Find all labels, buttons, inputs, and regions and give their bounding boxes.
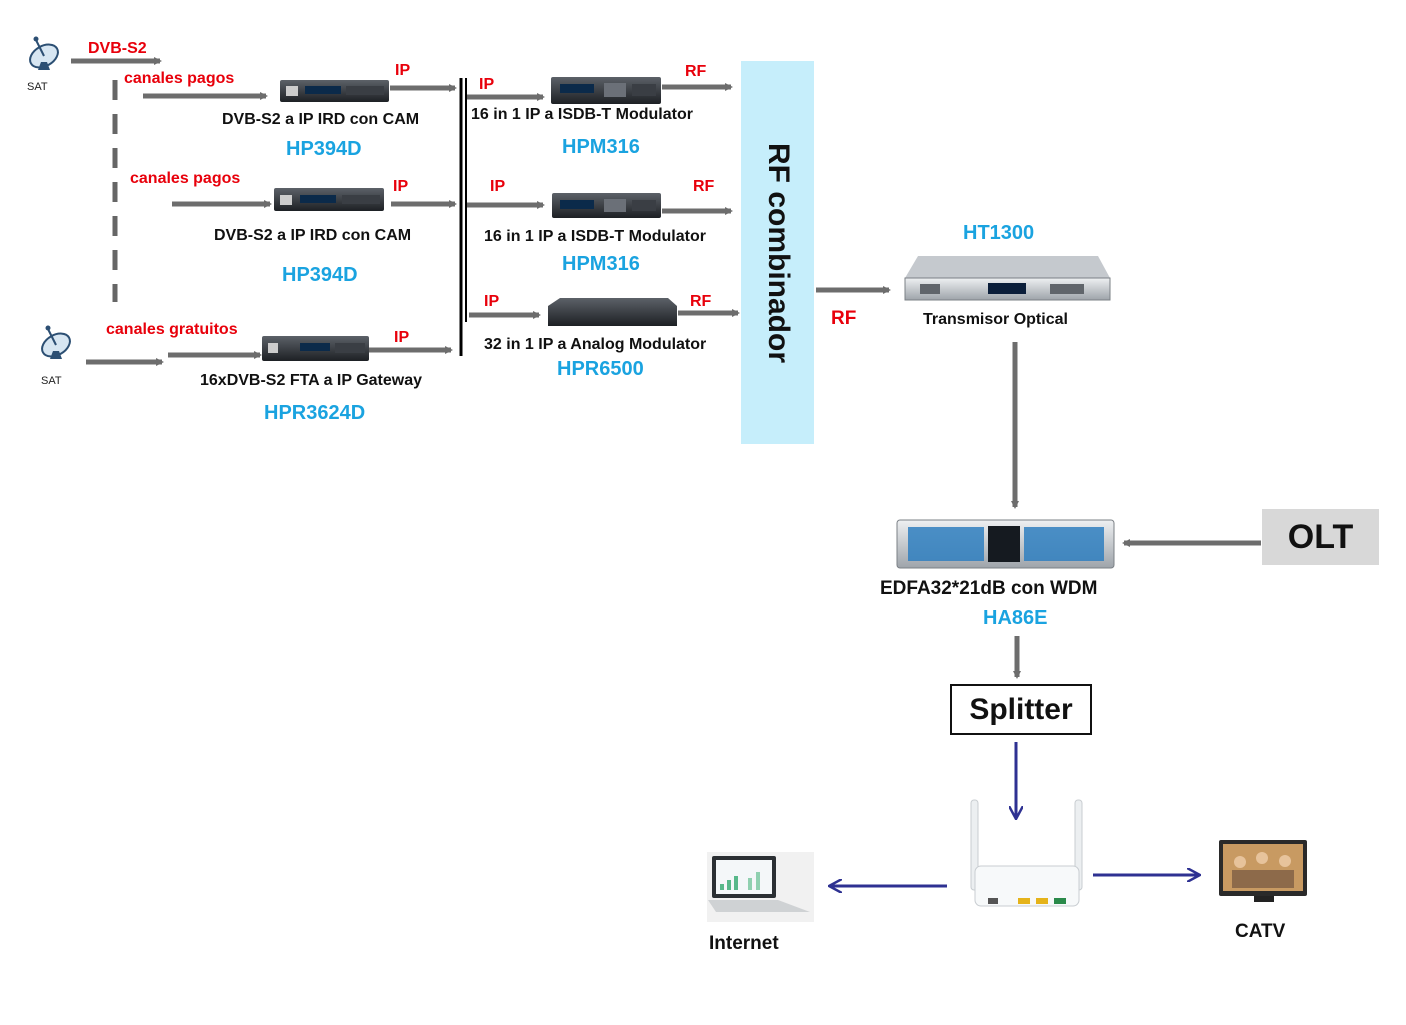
internet-label: Internet (709, 933, 779, 954)
rack-device-icon (904, 256, 1111, 301)
transmitter-description: Transmisor Optical (923, 311, 1068, 328)
satellite-dish-icon (41, 325, 71, 359)
receiver-description: 16xDVB-S2 FTA a IP Gateway (200, 372, 423, 389)
ip-label: IP (395, 62, 411, 79)
rf-label: RF (693, 178, 715, 195)
onu-router-icon (970, 799, 1083, 907)
receiver-description: DVB-S2 a IP IRD con CAM (214, 227, 412, 244)
rack-device-icon (280, 80, 389, 102)
ip-label: IP (484, 293, 500, 310)
satellite-dish-icon (29, 36, 59, 70)
ip-label: IP (490, 178, 506, 195)
rf-label: RF (685, 63, 707, 80)
paid-channels-label: canales pagos (130, 170, 241, 187)
dvb-s2-label: DVB-S2 (88, 40, 147, 57)
rf-output-label: RF (831, 308, 857, 329)
ip-label: IP (393, 178, 409, 195)
paid-channels-label: canales pagos (124, 70, 235, 87)
rack-device-icon (552, 193, 661, 218)
sat-label: SAT (41, 375, 62, 387)
tv-icon (1219, 840, 1307, 902)
transmitter-model: HT1300 (963, 222, 1035, 244)
modulator-model: HPR6500 (557, 358, 644, 380)
modulator-description: 16 in 1 IP a ISDB-T Modulator (471, 106, 693, 123)
free-channels-label: canales gratuitos (106, 321, 238, 338)
rf-combiner-label: RF combinador (761, 142, 795, 363)
ip-label: IP (394, 329, 410, 346)
modulator-model: HPM316 (562, 253, 640, 275)
rf-combiner-box: RF combinador (741, 61, 814, 444)
modulator-model: HPM316 (562, 136, 640, 158)
receiver-description: DVB-S2 a IP IRD con CAM (222, 111, 420, 128)
edfa-model: HA86E (983, 607, 1048, 629)
laptop-icon (707, 852, 814, 922)
navy-arrows (830, 742, 1199, 886)
receiver-model: HP394D (286, 138, 362, 160)
rack-device-icon (548, 298, 677, 326)
catv-label: CATV (1235, 921, 1286, 942)
modulator-description: 32 in 1 IP a Analog Modulator (484, 336, 707, 353)
rack-device-icon (896, 519, 1115, 569)
sat-label: SAT (27, 81, 48, 93)
edfa-description: EDFA32*21dB con WDM (880, 578, 1098, 599)
modulator-description: 16 in 1 IP a ISDB-T Modulator (484, 228, 706, 245)
rf-label: RF (690, 293, 712, 310)
gray-arrows (71, 57, 1261, 679)
ip-label: IP (479, 76, 495, 93)
receiver-model: HPR3624D (264, 402, 366, 424)
splitter-box: Splitter (950, 684, 1092, 735)
olt-box: OLT (1262, 509, 1379, 565)
receiver-model: HP394D (282, 264, 358, 286)
rack-device-icon (262, 336, 369, 361)
rack-device-icon (274, 188, 384, 211)
rack-device-icon (551, 77, 661, 104)
